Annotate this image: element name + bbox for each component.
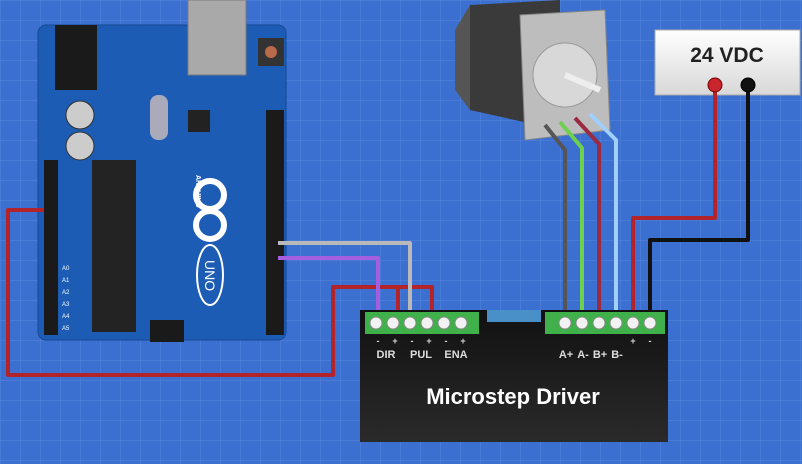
power-jack bbox=[55, 25, 97, 90]
wire-motor-a-plus bbox=[543, 123, 567, 322]
microstep-driver: - + - + - + + - DIR PUL ENA A+ A- B+ B- … bbox=[360, 310, 668, 442]
wire-motor-a-minus bbox=[558, 120, 584, 322]
icsp-header bbox=[150, 320, 184, 342]
usb-chip bbox=[188, 110, 210, 132]
polarity-label: - bbox=[411, 336, 414, 346]
pin-label: A4 bbox=[62, 314, 70, 320]
crystal bbox=[150, 95, 168, 140]
pul-label: PUL bbox=[410, 349, 432, 361]
arduino-uno-board: ARDUINO UNO A0 A1 A2 A3 A4 A5 bbox=[37, 0, 287, 342]
wire-power-minus bbox=[648, 85, 750, 322]
arduino-logo bbox=[193, 178, 227, 306]
capacitor bbox=[65, 100, 95, 130]
dir-label: DIR bbox=[377, 349, 396, 361]
stepper-motor bbox=[455, 0, 611, 141]
atmega-chip bbox=[92, 160, 136, 332]
arduino-brand: ARDUINO bbox=[194, 175, 201, 208]
pin-label: A3 bbox=[62, 302, 70, 308]
a-minus-label: A- bbox=[577, 349, 589, 361]
polarity-label: + bbox=[630, 336, 635, 346]
b-plus-label: B+ bbox=[593, 349, 607, 361]
wires bbox=[6, 85, 750, 377]
pin-label: A2 bbox=[62, 290, 70, 296]
digital-header bbox=[266, 110, 284, 335]
wire-5v-red bbox=[6, 208, 434, 377]
polarity-label: - bbox=[377, 336, 380, 346]
wire-power-plus bbox=[631, 85, 717, 322]
polarity-label: - bbox=[649, 336, 652, 346]
power-supply-24vdc: 24 VDC bbox=[654, 29, 801, 96]
wire-pul-gray bbox=[278, 241, 412, 322]
b-minus-label: B- bbox=[611, 349, 623, 361]
capacitor bbox=[65, 131, 95, 161]
arduino-model: UNO bbox=[202, 260, 218, 291]
usb-port bbox=[187, 0, 247, 76]
pin-label: A0 bbox=[62, 266, 70, 272]
polarity-label: - bbox=[445, 336, 448, 346]
polarity-label: + bbox=[460, 336, 465, 346]
pin-label: A5 bbox=[62, 326, 70, 332]
psu-label: 24 VDC bbox=[690, 44, 764, 67]
ena-label: ENA bbox=[444, 349, 467, 361]
driver-connector bbox=[487, 310, 541, 322]
terminal-screws bbox=[369, 316, 657, 330]
psu-plus-terminal bbox=[707, 77, 723, 93]
pin-label: A1 bbox=[62, 278, 70, 284]
wire-motor-b-plus bbox=[573, 116, 601, 322]
power-analog-header bbox=[44, 160, 58, 335]
psu-minus-terminal bbox=[740, 77, 756, 93]
polarity-label: + bbox=[426, 336, 431, 346]
polarity-label: + bbox=[392, 336, 397, 346]
wire-motor-b-minus bbox=[588, 112, 618, 322]
wire-dir-purple bbox=[278, 256, 380, 322]
driver-title: Microstep Driver bbox=[426, 384, 600, 409]
a-plus-label: A+ bbox=[559, 349, 573, 361]
